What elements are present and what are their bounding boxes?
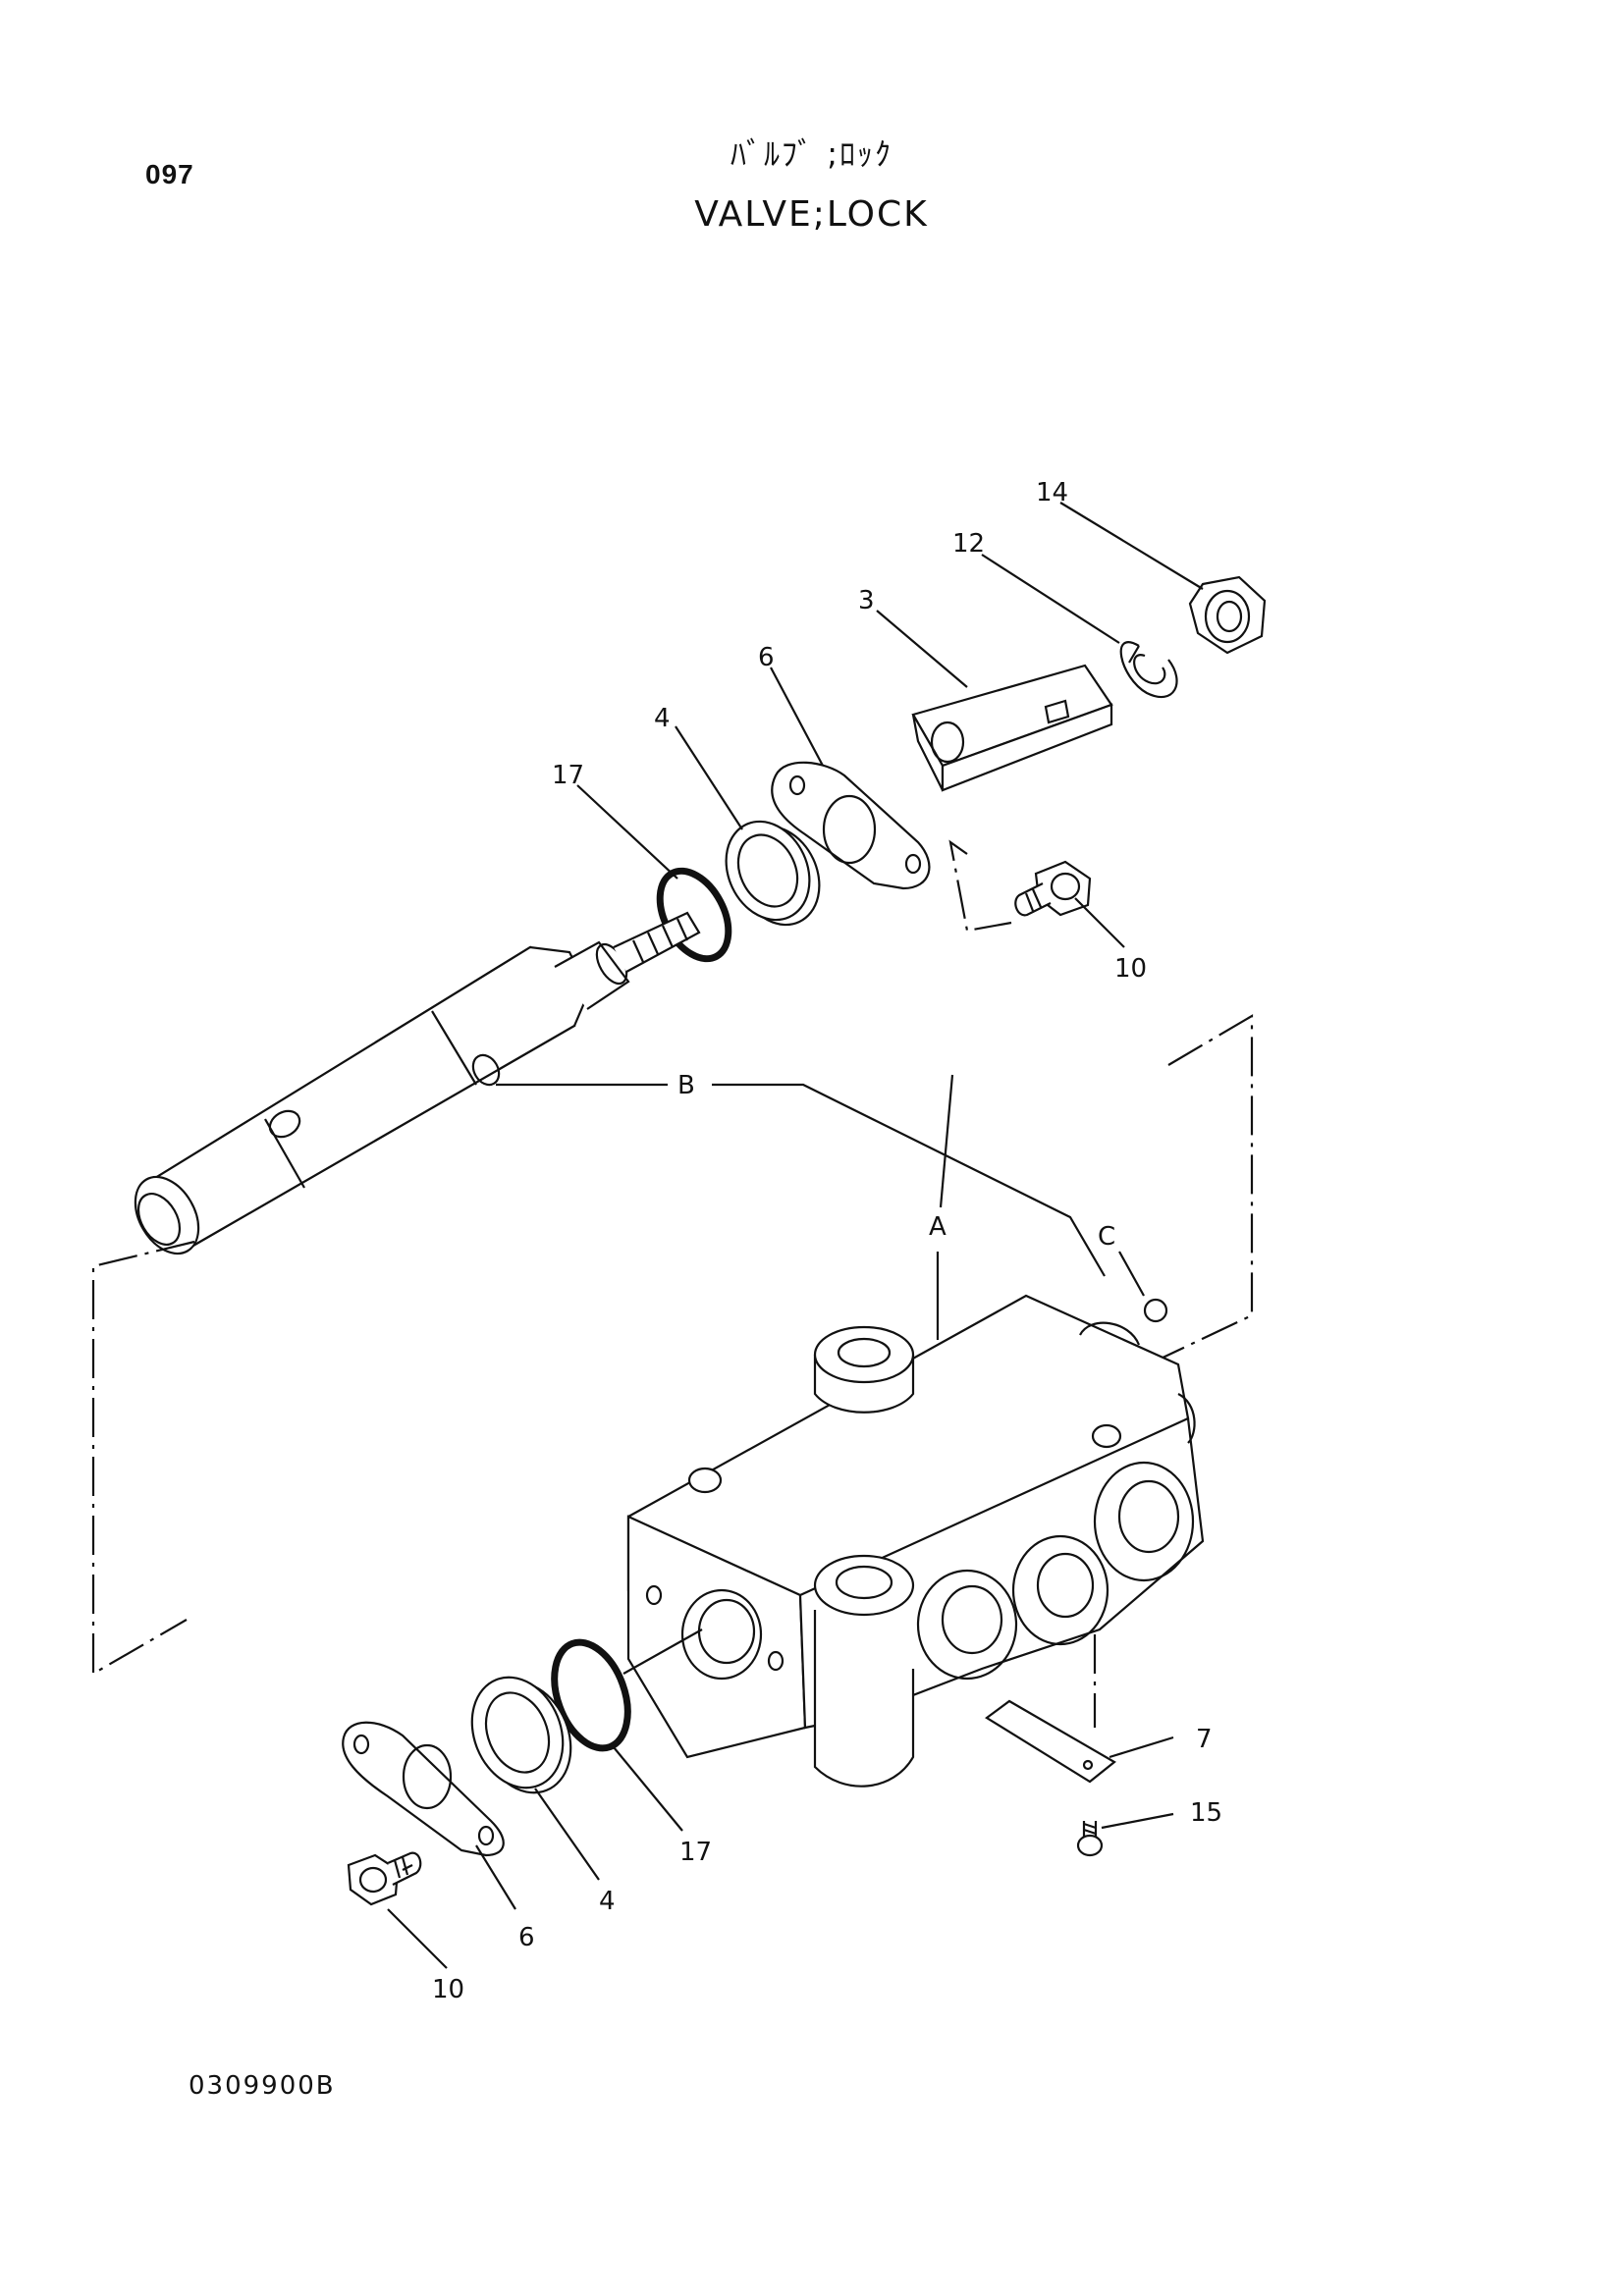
callout-10-bottom: 10: [432, 1975, 464, 2004]
title-japanese: ﾊﾞﾙﾌﾞ ;ﾛｯｸ: [730, 135, 893, 173]
callout-15: 15: [1190, 1798, 1222, 1828]
callout-3: 3: [858, 586, 875, 615]
callout-10-top: 10: [1114, 954, 1147, 984]
callout-4-bottom: 4: [599, 1887, 616, 1916]
callout-4-top: 4: [654, 704, 671, 733]
part-15-drive-screw: [1076, 1821, 1104, 1857]
callout-12: 12: [952, 529, 985, 559]
part-spool: [134, 911, 701, 1255]
part-4-bushing-bottom: [470, 1676, 572, 1794]
part-3-lever-plate: [911, 664, 1113, 792]
part-7-name-plate: [985, 1699, 1116, 1784]
part-17-oring-bottom: [551, 1638, 631, 1752]
callout-B: B: [677, 1071, 695, 1100]
part-14-hex-nut: [1188, 575, 1267, 655]
part-10-bolt-top: [1014, 860, 1092, 917]
part-6-flange-plate-top: [771, 761, 931, 890]
page-number: 097: [145, 159, 194, 189]
part-6-flange-plate-bottom: [342, 1721, 505, 1857]
part-4-bushing-top: [725, 820, 821, 927]
part-10-bolt-bottom: [347, 1851, 422, 1906]
callout-A: A: [929, 1212, 947, 1242]
callout-17-bottom: 17: [679, 1838, 712, 1867]
callout-6-bottom: 6: [518, 1923, 535, 1952]
callout-14: 14: [1036, 478, 1068, 507]
callout-C: C: [1098, 1222, 1115, 1252]
callout-17-top: 17: [552, 761, 584, 790]
part-12-lock-washer: [1119, 641, 1178, 699]
title-english: VALVE;LOCK: [694, 194, 929, 235]
callout-7: 7: [1196, 1725, 1213, 1754]
drawing-code: 0309900B: [189, 2071, 336, 2101]
callout-6-top: 6: [758, 643, 775, 672]
part-valve-body: [626, 1294, 1205, 1788]
